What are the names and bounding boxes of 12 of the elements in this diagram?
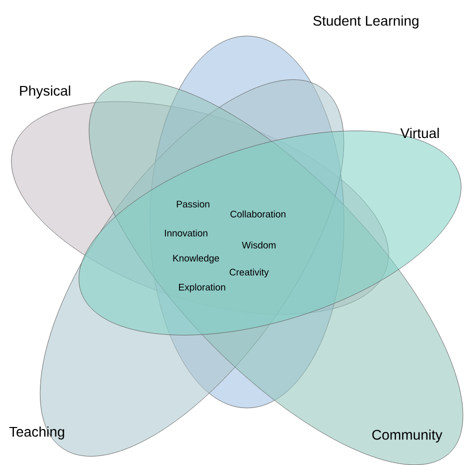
word-label: Exploration — [179, 284, 226, 292]
set-label: Community — [372, 429, 442, 442]
word-label: Passion — [176, 200, 210, 208]
set-label: Virtual — [400, 128, 439, 138]
set-label: Physical — [20, 85, 70, 98]
word-label: Knowledge — [173, 254, 220, 264]
word-label: Innovation — [164, 230, 208, 236]
word-label: Creativity — [230, 268, 269, 278]
set-label: Teaching — [9, 426, 64, 440]
set-label: Student Learning — [313, 15, 418, 28]
word-label: Collaboration — [230, 210, 286, 218]
word-label: Wisdom — [242, 242, 276, 248]
